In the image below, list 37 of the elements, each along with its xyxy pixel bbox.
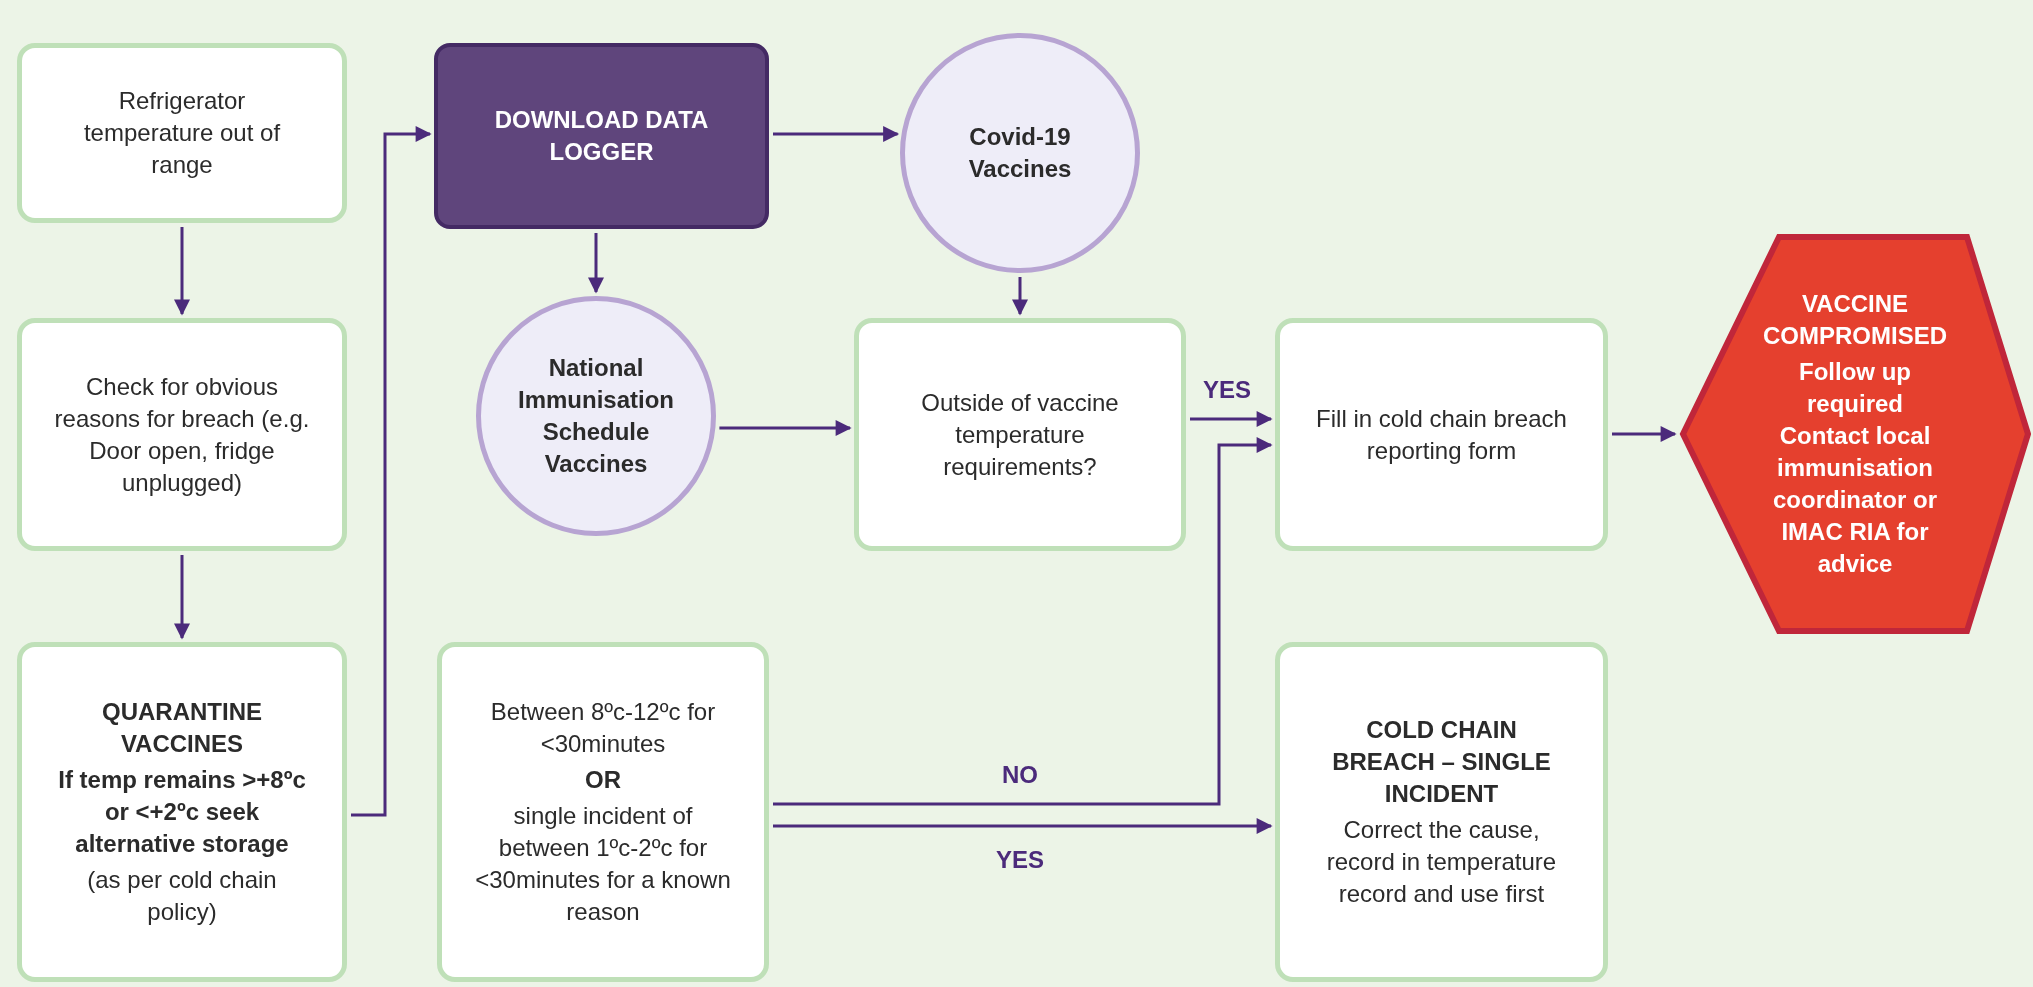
node-text: Fill in cold chain breach reporting form (1315, 403, 1568, 466)
arrow (1190, 411, 1273, 427)
node-heading: DOWNLOAD DATA LOGGER (493, 105, 710, 167)
node-text: Between 8ºc-12ºc for <30minutes (489, 697, 717, 759)
node-text: Outside of vaccine temperature requirements? (920, 387, 1120, 482)
action-box (434, 43, 769, 229)
node-heading: If temp remains >+8ºc or <+2ºc seek alternative storage (57, 765, 307, 859)
node-text: Check for obvious reasons for breach (e.g. Door open, fridge unplugged) (54, 371, 310, 498)
node-heading: QUARANTINE VACCINES (101, 697, 263, 759)
node-heading: Follow up required Contact local immunisation coordinator or IMAC RIA for advice (1772, 357, 1938, 579)
node-text: Correct the cause, record in temperature record and use first (1325, 815, 1558, 909)
arrow (773, 818, 1273, 834)
process-box (1275, 318, 1608, 551)
node-heading: VACCINE COMPROMISED (1762, 289, 1948, 351)
arrow (1612, 426, 1677, 442)
node-heading: OR (585, 765, 621, 795)
arrow (588, 233, 604, 294)
arrow (773, 126, 900, 142)
process-box (1275, 642, 1608, 982)
process-box (437, 642, 769, 982)
node-heading: Covid-19 Vaccines (967, 122, 1073, 184)
node-text: Refrigerator temperature out of range (82, 86, 282, 180)
arrow (773, 437, 1273, 806)
arrow (174, 555, 190, 640)
alert-hexagon (1679, 233, 2031, 635)
process-box (854, 318, 1186, 551)
node-heading: National Immunisation Schedule Vaccines (517, 353, 675, 479)
node-text: single incident of between 1ºc-2ºc for <30minutes for a known reason (474, 801, 732, 927)
arrow (719, 420, 852, 436)
arrow (174, 227, 190, 316)
process-box (17, 318, 347, 551)
process-box (17, 43, 347, 223)
node-text: (as per cold chain policy) (86, 865, 278, 927)
process-box (17, 642, 347, 982)
node-heading: COLD CHAIN BREACH – SINGLE INCIDENT (1331, 715, 1552, 809)
arrow (1012, 277, 1028, 316)
arrow (351, 126, 432, 817)
